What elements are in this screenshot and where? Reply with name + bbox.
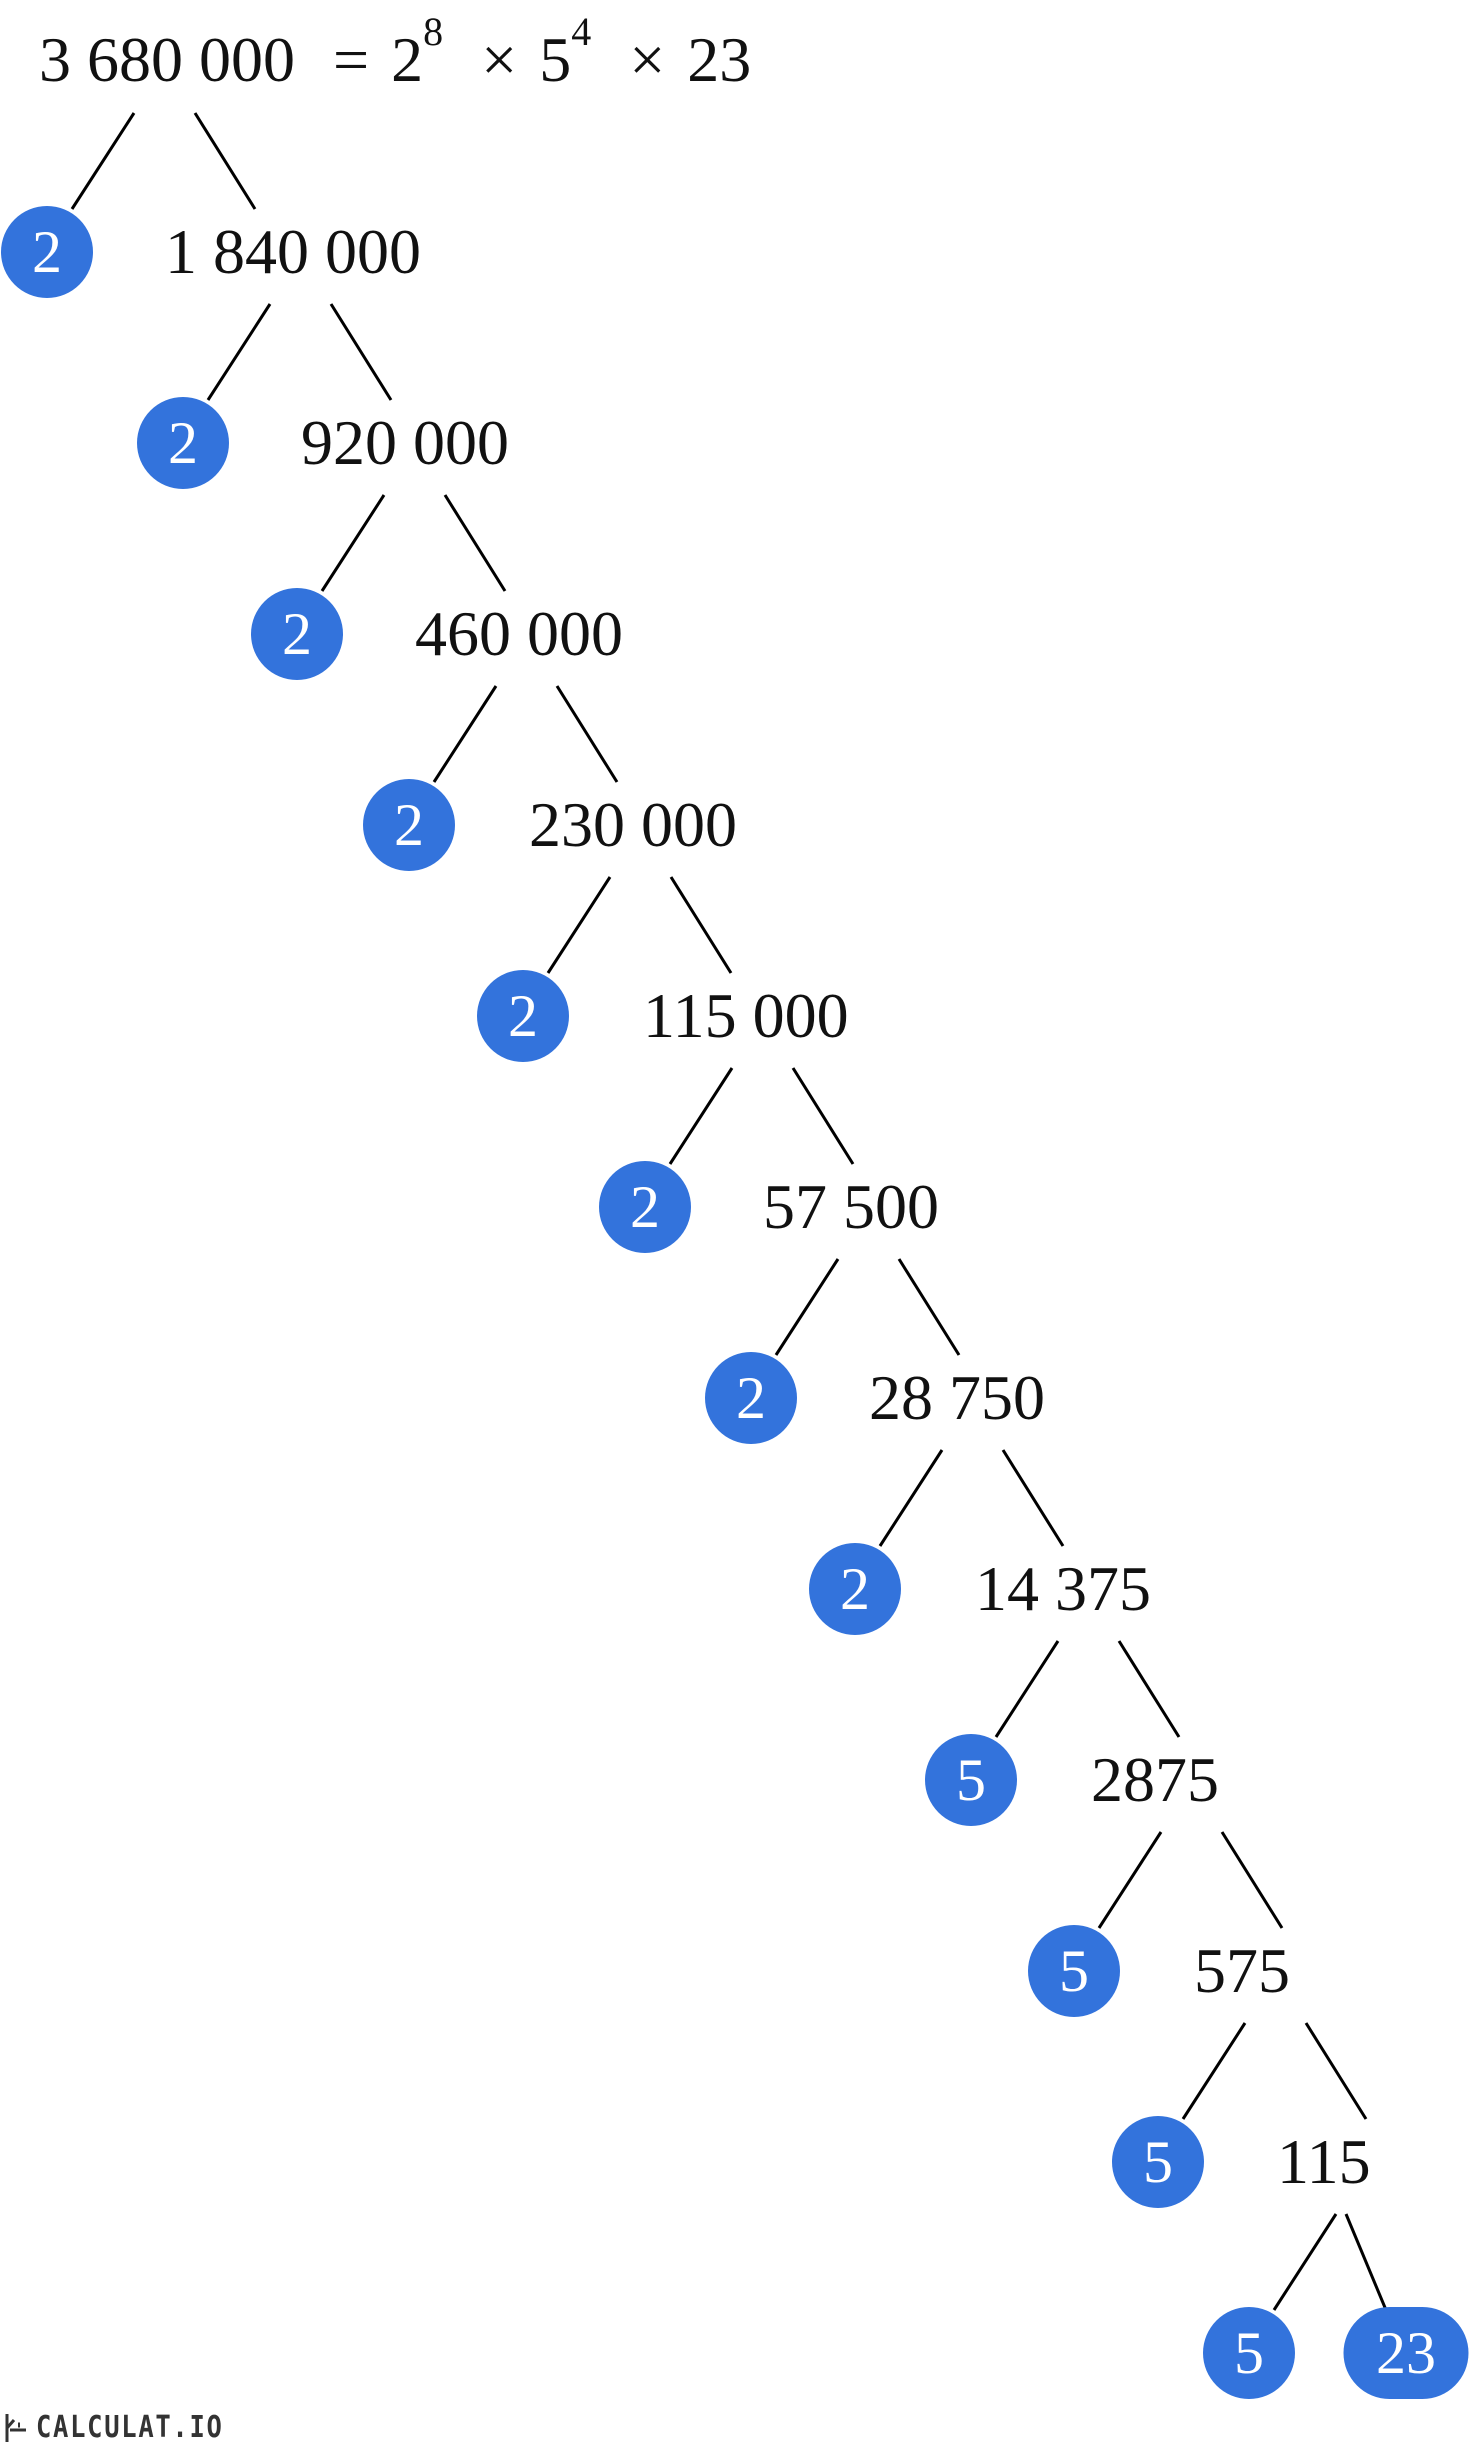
prime-factor-circle: 2 [251,588,343,680]
prime-factor-circle: 23 [1343,2307,1469,2399]
prime-factor-circle: 2 [599,1161,691,1253]
branch-line-right [329,303,393,401]
branch-line-right [1117,1640,1181,1738]
factor-base: 2 [391,24,424,95]
prime-factor-circle: 2 [137,397,229,489]
factorization-result: 3 680 000 = 28 × 54 × 23 [39,12,752,100]
branch-line-left [320,494,386,592]
branch-line-left [432,685,498,783]
branch-line-left [994,1640,1060,1738]
branch-line-left [1097,1831,1163,1929]
branch-line-left [206,303,272,401]
quotient-label: 2875 [1091,1744,1219,1815]
branch-line-left [1181,2022,1247,2120]
branch-line-right [791,1067,855,1165]
branch-line-right [443,494,507,592]
prime-factor-circle: 2 [477,970,569,1062]
branch-line-right [1220,1831,1284,1929]
logo-icon [5,2413,26,2442]
prime-factor-circle: 5 [1203,2307,1295,2399]
times-sign: × [481,24,518,95]
prime-factor-circle: 2 [809,1543,901,1635]
factor-exponent: 8 [423,9,444,54]
quotient-label: 57 500 [763,1171,939,1242]
original-number: 3 680 000 [39,24,295,95]
quotient-label: 575 [1194,1935,1290,2006]
branch-line-right [1344,2213,1388,2311]
times-sign: × [629,24,666,95]
branch-line-right [1001,1449,1065,1547]
prime-factor-circle: 5 [925,1734,1017,1826]
calculat-logo[interactable]: CALCULAT.IO [4,2410,257,2445]
branch-line-right [897,1258,961,1356]
branch-line-left [668,1067,734,1165]
prime-factor-circle: 5 [1028,1925,1120,2017]
branch-line-right [193,112,257,210]
prime-factor-circle: 2 [705,1352,797,1444]
branch-line-right [555,685,619,783]
branch-line-right [1304,2022,1368,2120]
quotient-label: 115 [1277,2126,1371,2197]
quotient-label: 1 840 000 [165,216,421,287]
quotient-label: 14 375 [975,1553,1151,1624]
prime-factor-circle: 2 [363,779,455,871]
quotient-label: 115 000 [643,980,849,1051]
equals-sign: = [333,24,370,95]
branch-line-left [774,1258,840,1356]
factor-base: 23 [687,24,752,95]
quotient-label: 230 000 [529,789,737,860]
branch-line-left [546,876,612,974]
quotient-label: 920 000 [301,407,509,478]
logo-text: CALCULAT.IO [36,2410,224,2445]
quotient-label: 460 000 [415,598,623,669]
branch-line-right [669,876,733,974]
prime-factor-circle: 5 [1112,2116,1204,2208]
factor-exponent: 4 [571,9,592,54]
prime-factor-circle: 2 [1,206,93,298]
quotient-label: 28 750 [869,1362,1045,1433]
factor-base: 5 [539,24,572,95]
branch-line-left [1272,2213,1338,2311]
branch-line-left [878,1449,944,1547]
branch-line-left [70,112,136,210]
